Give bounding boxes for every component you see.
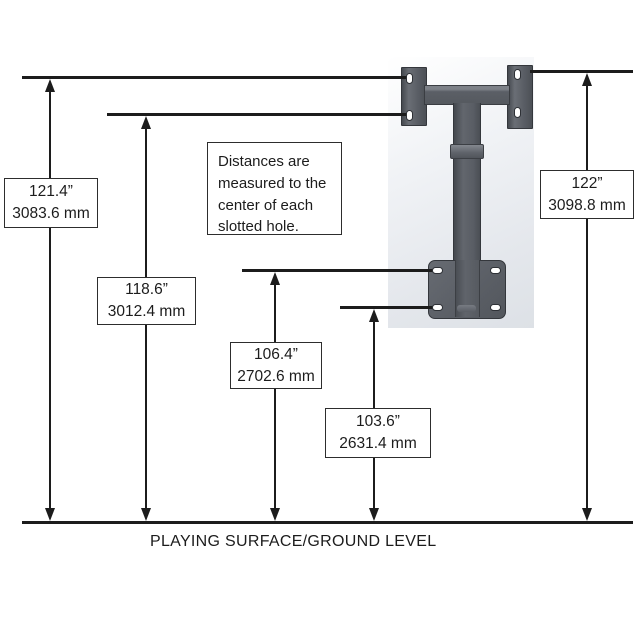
slotted-hole-top-left-upper [406,73,413,84]
arrowhead-down-121-4 [45,508,55,521]
slotted-hole-bottom-left-upper [432,267,443,274]
dimension-mm: 3012.4 mm [107,303,186,320]
dimension-mm: 2702.6 mm [237,367,315,385]
arrowhead-up-103-6 [369,309,379,322]
dimension-box-106-4: 106.4” 2702.6 mm [230,342,322,389]
dimension-inches: 118.6” [125,281,168,298]
note-box: Distances are measured to the center of … [207,142,342,235]
extension-line-106-4 [242,269,436,272]
dimension-inches: 121.4” [29,183,73,200]
ground-line [22,521,633,524]
dimension-inches: 122” [571,174,603,192]
bracket-cross-beam [424,85,510,105]
extension-line-118-6 [107,113,408,116]
dimension-mm: 3083.6 mm [12,205,90,222]
extension-line-103-6 [340,306,436,309]
arrowhead-up-121-4 [45,79,55,92]
arrowhead-down-103-6 [369,508,379,521]
slotted-hole-top-right-upper [514,69,521,80]
dimension-line-121-4 [48,90,52,510]
dimension-mm: 3098.8 mm [548,196,626,214]
extension-line-121-4 [22,76,408,79]
dimension-box-122: 122” 3098.8 mm [540,170,634,219]
arrowhead-up-118-6 [141,116,151,129]
slotted-hole-top-left-lower [406,110,413,121]
dimension-inches: 103.6” [356,413,400,430]
dimension-box-103-6: 103.6” 2631.4 mm [325,408,431,458]
extension-line-122 [530,70,633,73]
dimension-line-106-4 [273,283,277,510]
dimension-inches: 106.4” [254,345,298,363]
dimension-line-122 [585,84,589,510]
arrowhead-down-122 [582,508,592,521]
dimension-mm: 2631.4 mm [339,435,417,452]
arrowhead-up-122 [582,73,592,86]
dimension-box-121-4: 121.4” 3083.6 mm [4,178,98,228]
slotted-hole-bottom-left-lower [432,304,443,311]
slotted-hole-top-right-lower [514,107,521,118]
note-text: Distances are measured to the center of … [218,153,327,236]
ground-label: PLAYING SURFACE/GROUND LEVEL [150,533,437,550]
slotted-hole-bottom-right-lower [490,304,501,311]
bracket-post-bevel [457,305,476,312]
arrowhead-up-106-4 [270,272,280,285]
dimension-box-118-6: 118.6” 3012.4 mm [97,277,196,325]
arrowhead-down-118-6 [141,508,151,521]
slotted-hole-bottom-right-upper [490,267,501,274]
bracket-collar-joint [450,144,484,159]
arrowhead-down-106-4 [270,508,280,521]
